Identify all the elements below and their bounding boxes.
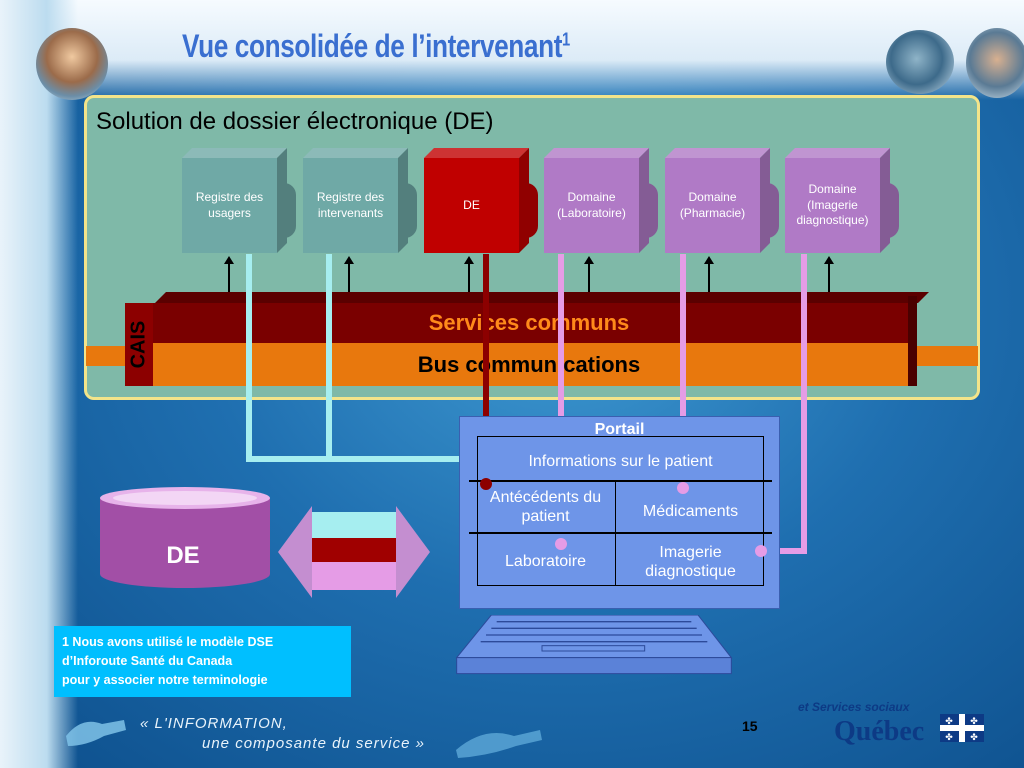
- imaging-connector-dot: [755, 545, 767, 557]
- network-cable-icon: [456, 730, 542, 758]
- component-top-face: [424, 148, 529, 158]
- component-label: Domaine (Laboratoire): [557, 189, 626, 220]
- arrow-up-6: [824, 256, 834, 292]
- component-box-3[interactable]: Domaine (Laboratoire): [544, 158, 639, 253]
- portal-frame-left: [477, 436, 478, 586]
- footnote-line-2: d’Inforoute Santé du Canada: [62, 653, 233, 668]
- component-top-face: [785, 148, 890, 158]
- arrow-up-3: [464, 256, 474, 292]
- component-box-0[interactable]: Registre des usagers: [182, 158, 277, 253]
- pharma-connector-dot: [677, 482, 689, 494]
- portal-col-line: [615, 482, 616, 585]
- cais-label: CAIS: [127, 320, 150, 369]
- component-top-face: [544, 148, 649, 158]
- de-database-cylinder: [100, 487, 270, 588]
- red-connector-dot: [480, 478, 492, 490]
- bus-label: Bus communications: [417, 351, 641, 377]
- cais-layer: CAIS: [125, 303, 153, 386]
- arrow-up-2: [344, 256, 354, 292]
- footnote-line-1: 1 Nous avons utilisé le modèle DSE: [62, 635, 274, 649]
- portal-frame-right: [763, 436, 764, 586]
- pink-connector-pharma: [680, 254, 686, 486]
- component-top-face: [303, 148, 408, 158]
- quebec-wordmark: Québec: [834, 716, 925, 747]
- double-arrow-legend: [278, 506, 430, 598]
- component-side-face: [760, 148, 770, 253]
- bus-communications-layer: Bus communications: [150, 343, 908, 386]
- component-box-2[interactable]: DE: [424, 158, 519, 253]
- component-box-4[interactable]: Domaine (Pharmacie): [665, 158, 760, 253]
- component-box-1[interactable]: Registre des intervenants: [303, 158, 398, 253]
- arrow-up-4: [584, 256, 594, 292]
- footer-slogan: « L'INFORMATION, une composante du servi…: [140, 714, 425, 753]
- svg-text:✤: ✤: [945, 733, 953, 742]
- svg-text:✤: ✤: [945, 717, 953, 727]
- component-side-face: [398, 148, 408, 253]
- top-banner: [0, 0, 1024, 100]
- man-computer-photo: [886, 30, 954, 94]
- pink-connector-imaging-h: [762, 548, 807, 554]
- pink-connector-lab: [558, 254, 564, 544]
- pink-connector-imaging: [801, 254, 807, 554]
- teal-connector-2: [326, 254, 332, 462]
- component-label: Registre des usagers: [195, 189, 264, 220]
- component-label: DE: [463, 197, 480, 212]
- portal-frame-bottom: [477, 585, 764, 586]
- network-plug-icon: [66, 720, 126, 746]
- component-label: Domaine (Pharmacie): [679, 189, 746, 220]
- portal-row-line-2: [469, 532, 772, 534]
- ministry-label: et Services sociaux: [798, 700, 910, 714]
- woman-photo: [36, 28, 108, 100]
- slogan-line-1: « L'INFORMATION,: [140, 715, 288, 732]
- teal-connector-1: [246, 254, 252, 462]
- page-number: 15: [742, 718, 758, 734]
- layer-side-face: [908, 296, 917, 386]
- component-label: Registre des intervenants: [316, 189, 385, 220]
- teal-connector-h: [246, 456, 496, 462]
- database-label: DE: [166, 542, 200, 569]
- arrow-up-1: [224, 256, 234, 292]
- patient-info-header[interactable]: Informations sur le patient: [528, 453, 713, 470]
- services-top-face: [155, 292, 929, 303]
- portal-frame-top: [477, 436, 764, 437]
- man-portrait-photo: [966, 28, 1024, 98]
- component-top-face: [182, 148, 287, 158]
- red-connector: [483, 254, 489, 484]
- portal-row-line-1: [469, 480, 772, 482]
- medicaments-cell[interactable]: Médicaments: [642, 503, 739, 520]
- footnote-line-3: pour y associer notre terminologie: [62, 672, 268, 687]
- component-top-face: [665, 148, 770, 158]
- svg-text:✤: ✤: [970, 717, 978, 727]
- keyboard: [455, 615, 733, 675]
- component-side-face: [277, 148, 287, 253]
- component-box-5[interactable]: Domaine (Imagerie diagnostique): [785, 158, 880, 253]
- panel-title: Solution de dossier électronique (DE): [96, 108, 494, 135]
- arrow-up-5: [704, 256, 714, 292]
- laboratoire-cell[interactable]: Laboratoire: [505, 553, 586, 570]
- component-side-face: [639, 148, 649, 253]
- services-label: Services communs: [428, 310, 630, 335]
- component-label: Domaine (Imagerie diagnostique): [796, 182, 869, 228]
- component-side-face: [519, 148, 529, 253]
- slide-title: Vue consolidée de l’intervenant1: [182, 28, 570, 64]
- lab-connector-dot: [555, 538, 567, 550]
- footnote-box: 1 Nous avons utilisé le modèle DSE d’Inf…: [54, 626, 351, 697]
- svg-text:✤: ✤: [970, 733, 978, 742]
- portal-monitor: [459, 416, 780, 609]
- component-side-face: [880, 148, 890, 253]
- quebec-flag-icon: ✤ ✤ ✤ ✤: [940, 714, 984, 742]
- services-communs-layer: Services communs: [150, 303, 908, 343]
- antecedents-cell[interactable]: Antécédents du patient: [489, 489, 602, 526]
- imagerie-cell[interactable]: Imagerie diagnostique: [645, 544, 736, 581]
- portal-title: Portail: [594, 421, 645, 438]
- slogan-line-2: une composante du service »: [202, 734, 425, 752]
